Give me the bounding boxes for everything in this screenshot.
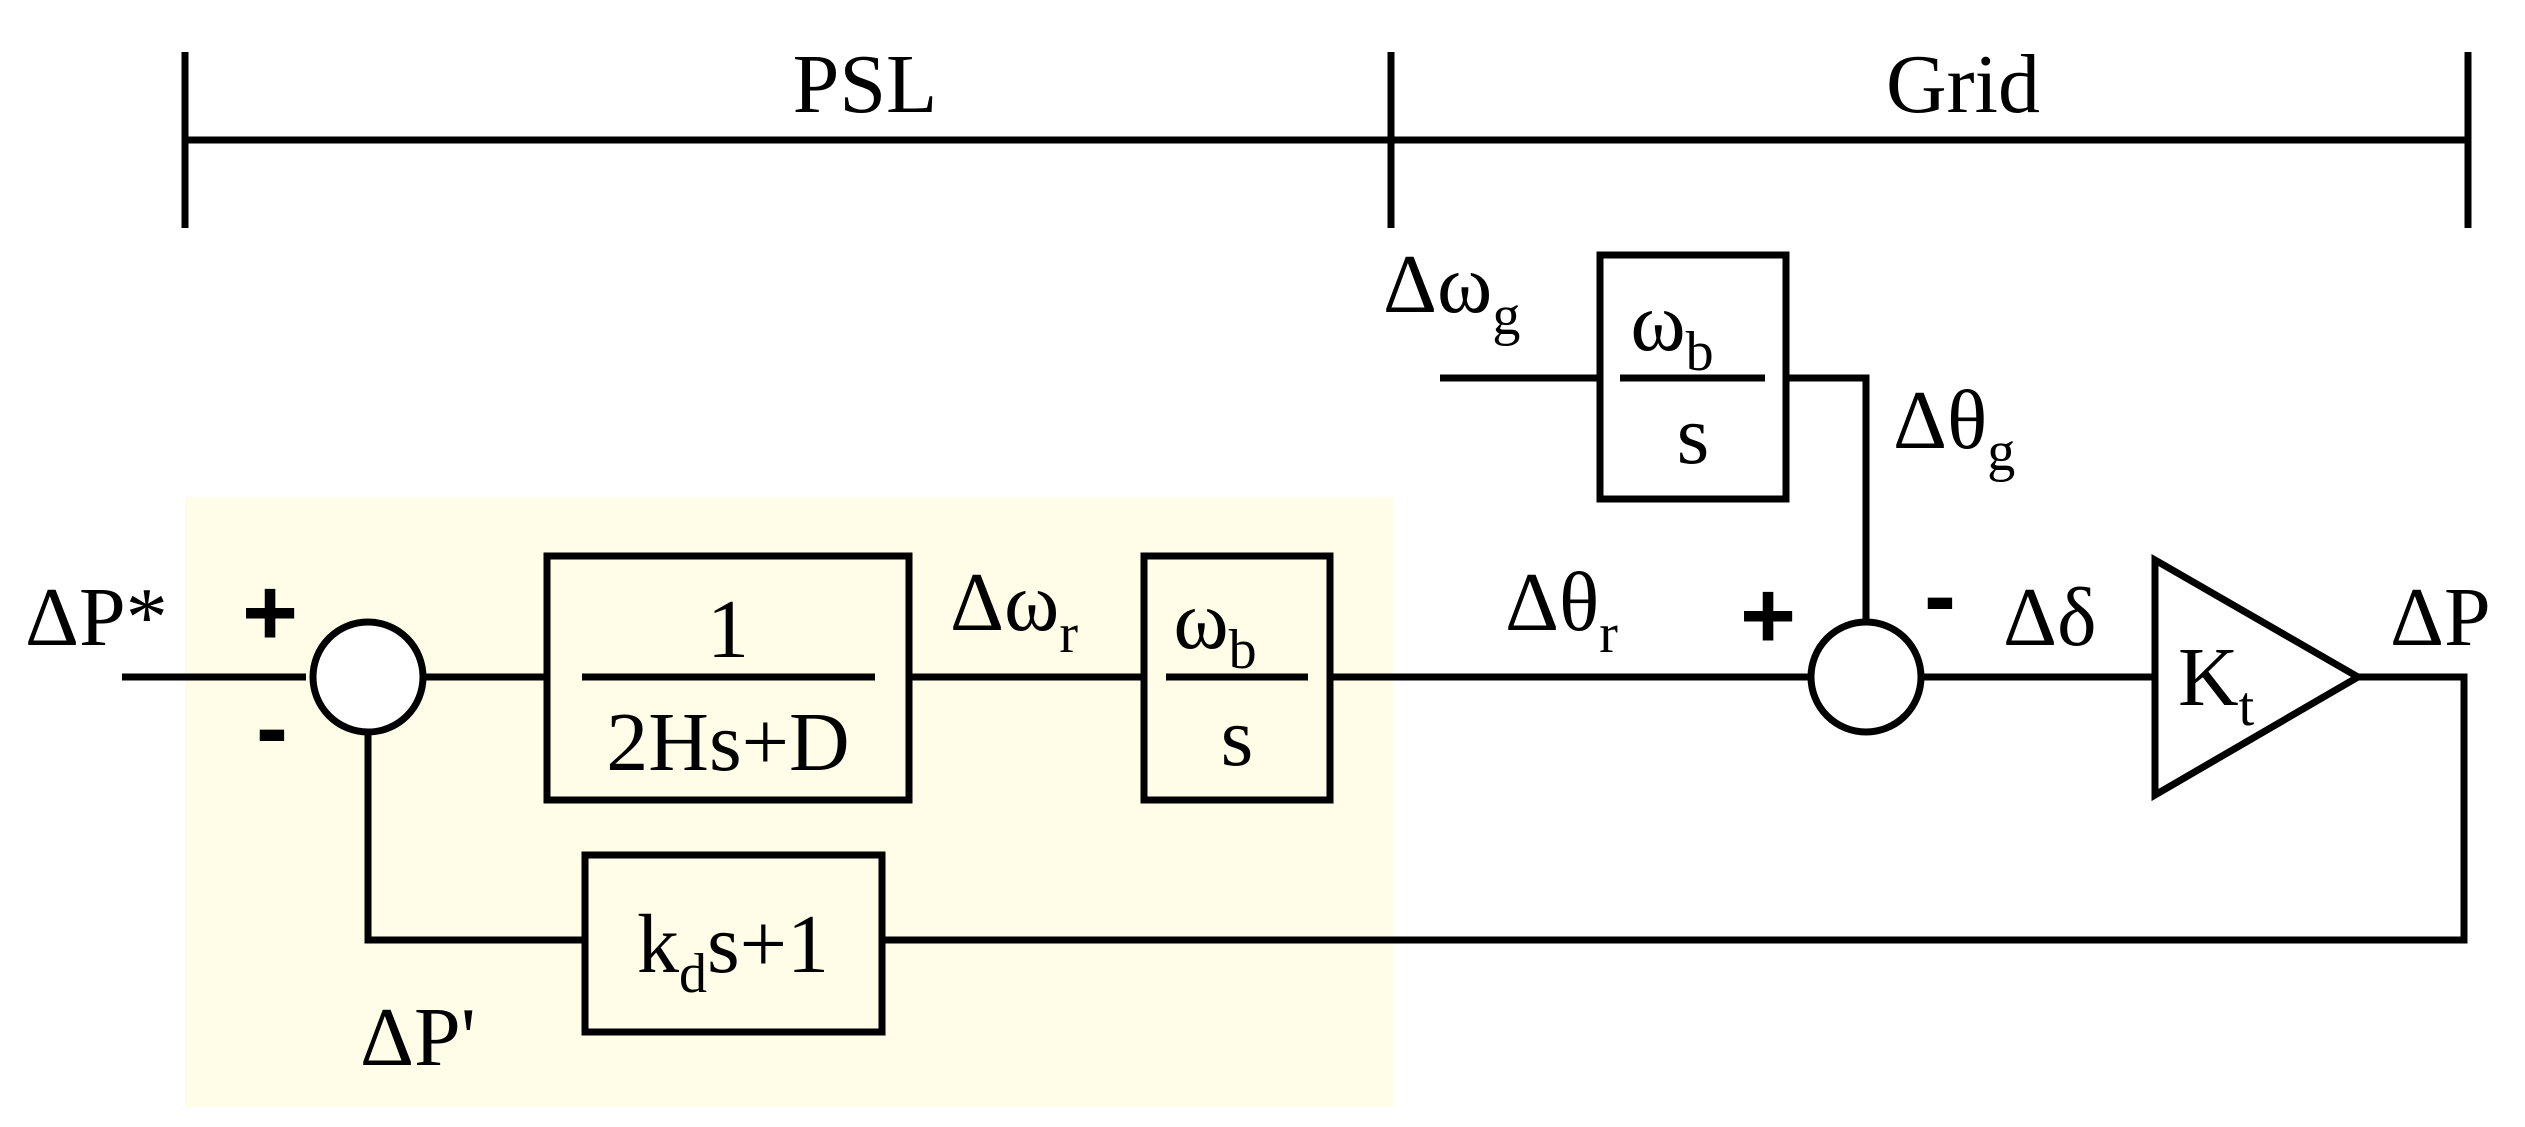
rotor-integrator-numerator: ωb	[1173, 574, 1256, 681]
gain-block: Kt	[2151, 553, 2365, 802]
inertia-denominator: 2Hs+D	[606, 696, 849, 789]
feedback-path	[885, 673, 2468, 944]
sum1-minus-sign: -	[256, 674, 288, 781]
rotor-integrator-block: ωb s	[1140, 552, 1334, 804]
sum2-minus-sign: -	[1924, 542, 1956, 649]
damping-block: kds+1	[581, 851, 886, 1036]
theta-g-label: Δθg	[1893, 374, 2015, 483]
delta-label: Δδ	[2003, 571, 2097, 664]
sum1-plus-sign: +	[242, 559, 298, 666]
summing-junction-2	[1807, 618, 1925, 736]
grid-integrator-denominator: s	[1677, 389, 1710, 482]
omega-r-label: Δωr	[950, 556, 1078, 665]
theta-r-label: Δθr	[1505, 556, 1618, 665]
sum2-plus-sign: +	[1740, 562, 1796, 669]
damping-label: kds+1	[637, 898, 829, 1005]
gain-label: Kt	[2178, 631, 2255, 738]
grid-section-label: Grid	[1886, 38, 2040, 131]
omega-g-label: Δωg	[1383, 238, 1520, 347]
rotor-integrator-denominator: s	[1221, 691, 1254, 784]
grid-integrator-numerator: ωb	[1630, 276, 1713, 383]
p-ref-label: ΔP*	[25, 571, 168, 664]
inertia-numerator: 1	[707, 583, 749, 676]
theta-g-arrow	[1786, 374, 1870, 619]
p-fb-label: ΔP'	[360, 991, 476, 1084]
p-out-label: ΔP	[2390, 571, 2491, 664]
p-fb-arrow	[364, 735, 585, 944]
inertia-block: 1 2Hs+D	[543, 552, 913, 804]
section-bracket	[181, 52, 2472, 228]
grid-integrator-block: ωb s	[1596, 251, 1790, 503]
summing-junction-1	[309, 618, 427, 736]
psl-section-label: PSL	[793, 38, 938, 131]
